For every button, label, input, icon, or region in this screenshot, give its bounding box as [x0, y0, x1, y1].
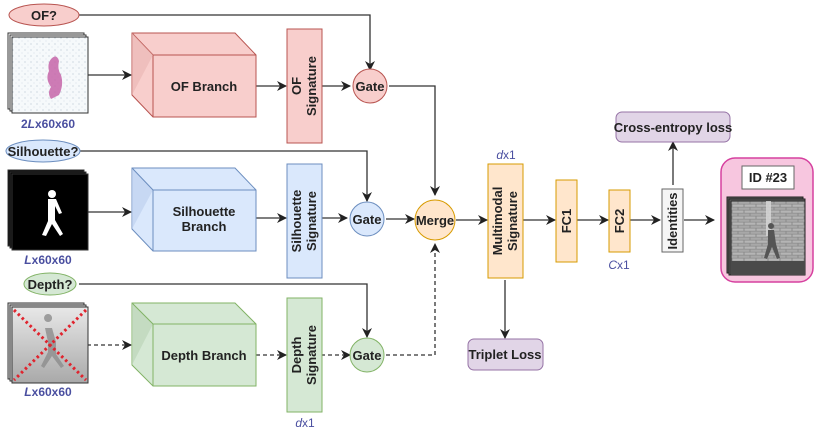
id-label-box — [741, 165, 795, 190]
depth-branch: Depth Branch — [131, 302, 257, 387]
depth-input-stack — [7, 302, 89, 384]
silhouette-branch: Silhouette Branch — [131, 167, 257, 252]
silhouette-figure — [42, 190, 63, 236]
triplet-loss: Triplet Loss — [467, 338, 544, 371]
of-toggle-connector — [79, 14, 375, 71]
fc1-label: FC1 — [559, 209, 574, 234]
depth-toggle-connector — [79, 283, 372, 338]
multimodal-signature: Multimodal Signature — [487, 163, 524, 279]
merge-label: Merge — [416, 213, 454, 228]
silhouette-gate-label: Gate — [353, 212, 382, 227]
toggle-silhouette[interactable]: Silhouette? — [5, 139, 81, 163]
toggle-of-label: OF? — [31, 8, 57, 23]
connectors — [79, 14, 715, 360]
depth-signature-label-2: Signature — [304, 325, 319, 385]
silhouette-branch-label-1: Silhouette — [173, 204, 236, 219]
identities-label: Identities — [665, 192, 680, 249]
depth-signature: Depth Signature — [286, 297, 323, 413]
silhouette-input-dims: Lx60x60 — [24, 253, 72, 267]
of-branch-label: OF Branch — [171, 79, 238, 94]
toggle-silhouette-label: Silhouette? — [8, 144, 79, 159]
depth-signature-label-1: Depth — [289, 337, 304, 374]
silhouette-signature-label-1: Silhouette — [289, 190, 304, 253]
depth-gate-label: Gate — [353, 348, 382, 363]
of-gate: Gate — [352, 68, 388, 104]
of-signature-label-1: OF — [289, 77, 304, 95]
identities-box: Identities — [661, 188, 684, 253]
of-branch: OF Branch — [131, 32, 257, 118]
of-input-stack — [7, 32, 89, 114]
fc2-label: FC2 — [612, 209, 627, 234]
of-input-dims: 2Lx60x60 — [21, 117, 75, 131]
toggle-of[interactable]: OF? — [8, 3, 80, 27]
multimodal-dims: dx1 — [496, 148, 516, 162]
id-label: ID #23 — [749, 170, 787, 185]
cross-entropy-loss: Cross-entropy loss — [614, 111, 732, 143]
disabled-cross-icon — [12, 308, 88, 382]
silhouette-toggle-connector — [80, 150, 372, 202]
multimodal-label-2: Signature — [505, 191, 520, 251]
cross-entropy-label: Cross-entropy loss — [614, 120, 732, 135]
toggle-depth-label: Depth? — [28, 277, 73, 292]
toggle-depth[interactable]: Depth? — [23, 272, 77, 296]
depth-input-dims: Lx60x60 — [24, 385, 72, 399]
silhouette-branch-label-2: Branch — [182, 219, 227, 234]
optical-flow-figure — [47, 56, 63, 99]
fc1-layer: FC1 — [555, 179, 578, 263]
silhouette-input-stack — [7, 169, 89, 251]
of-signature-label-2: Signature — [304, 56, 319, 116]
triplet-loss-label: Triplet Loss — [469, 347, 542, 362]
merge-node: Merge — [414, 199, 456, 241]
depth-gate-to-merge — [386, 243, 440, 356]
depth-signature-dims: dx1 — [295, 416, 315, 430]
fc2-dims: Cx1 — [608, 258, 630, 272]
walker-figure — [764, 223, 780, 259]
silhouette-gate: Gate — [349, 201, 385, 237]
fc2-layer: FC2 — [608, 189, 631, 253]
silhouette-signature: Silhouette Signature — [286, 163, 323, 279]
of-gate-label: Gate — [356, 79, 385, 94]
of-signature: OF Signature — [286, 28, 323, 144]
multimodal-label-1: Multimodal — [490, 187, 505, 256]
output-panel: ID #23 — [720, 157, 814, 283]
depth-gate: Gate — [349, 337, 385, 373]
depth-branch-label: Depth Branch — [161, 348, 246, 363]
of-gate-to-merge — [389, 85, 440, 196]
silhouette-signature-label-2: Signature — [304, 191, 319, 251]
